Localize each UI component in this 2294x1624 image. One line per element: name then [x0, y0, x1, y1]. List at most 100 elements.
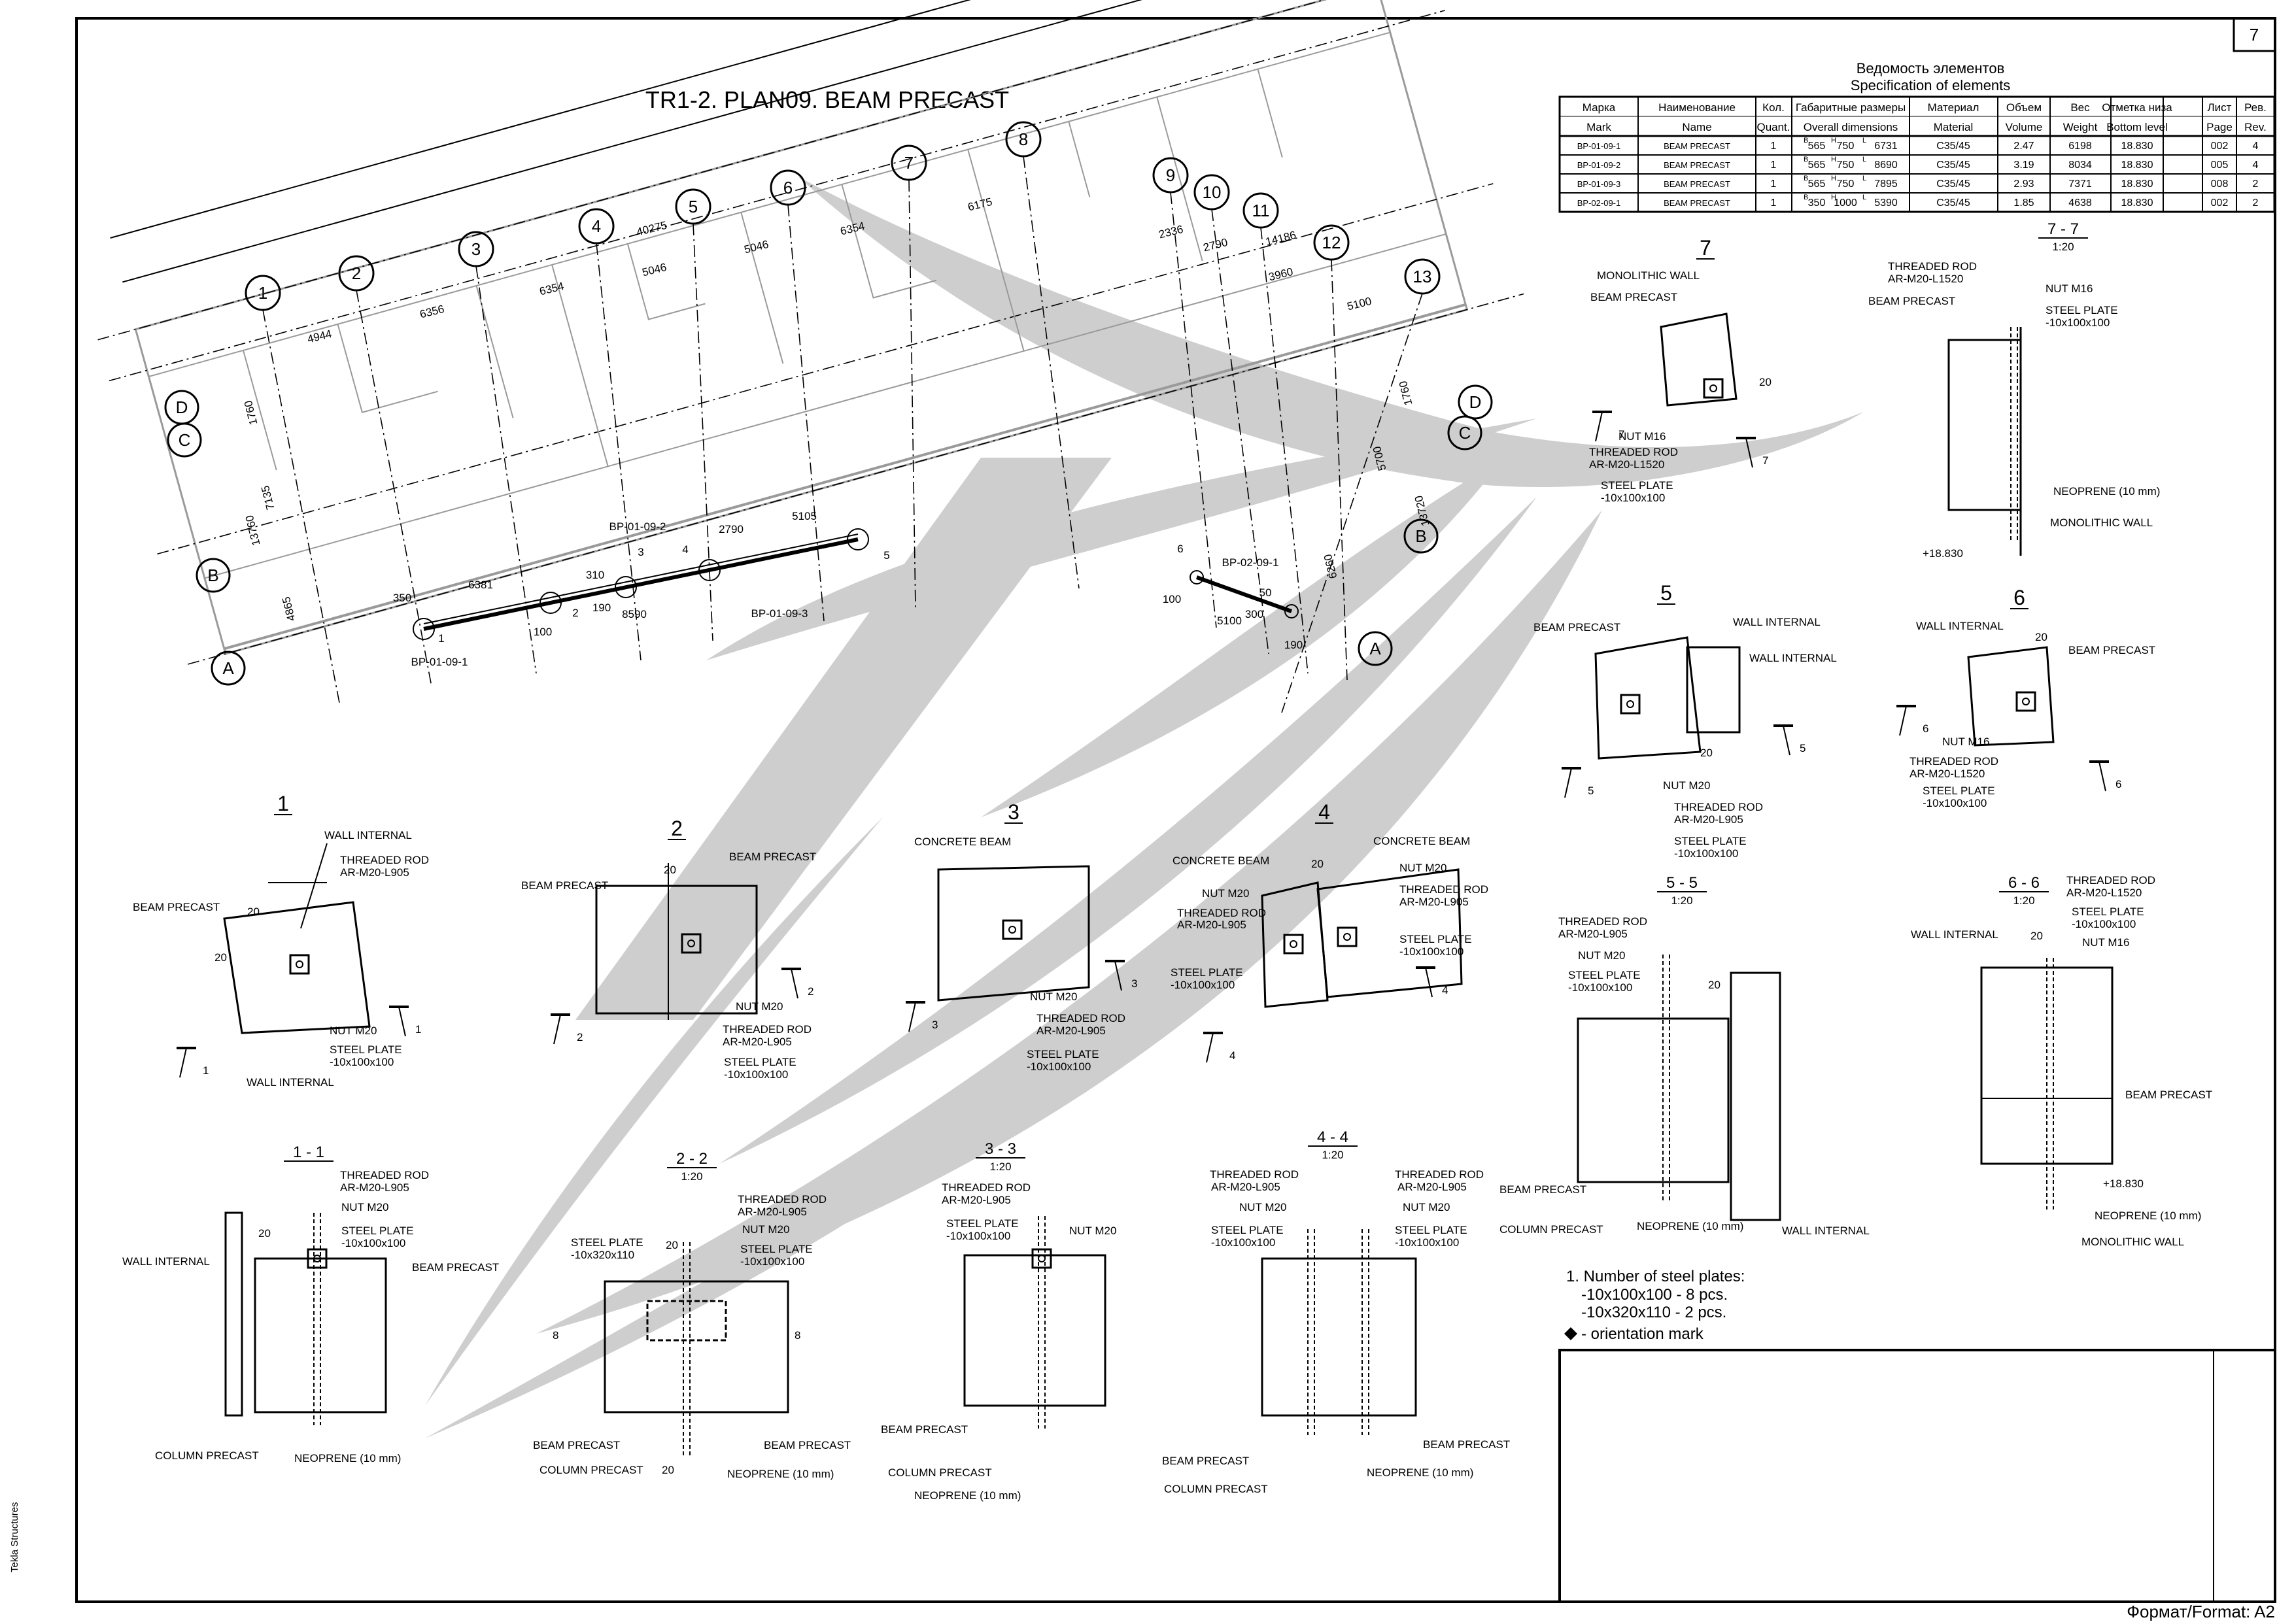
section-cut-number: 4 [1229, 1049, 1235, 1062]
grid-axis-line [475, 265, 537, 674]
spec-header-ru: Наименование [1658, 101, 1736, 114]
detail-label: BEAM PRECAST [521, 879, 608, 892]
note-line-4: - orientation mark [1581, 1325, 1704, 1343]
axis-bubble [770, 169, 806, 206]
detail-label: BEAM PRECAST [1590, 291, 1677, 303]
detail-label: AR-M20-L905 [340, 1181, 409, 1194]
section-7-7-title: 7 - 7 [2047, 220, 2079, 238]
detail-label: THREADED ROD [1558, 915, 1647, 928]
beam-line [413, 528, 1299, 640]
detail-label: NUT M20 [1069, 1225, 1116, 1237]
section-2-2-scale: 1:20 [681, 1170, 702, 1183]
detail-label: STEEL PLATE [571, 1236, 643, 1249]
dimension-text: 310 [586, 569, 604, 581]
section-6-6-scale: 1:20 [2013, 894, 2034, 907]
section-cut-arrow [1206, 1032, 1214, 1063]
section-cut-number: 8 [795, 1329, 800, 1342]
spec-dim-letter: H [1831, 175, 1836, 182]
spec-cell-material: C35/45 [1936, 197, 1970, 209]
detail-label: AR-M20-L905 [1036, 1024, 1106, 1037]
spec-cell-volume: 3.19 [2013, 160, 2034, 171]
section-3-3-scale: 1:20 [989, 1160, 1011, 1173]
spec-header-en: Overall dimensions [1804, 121, 1898, 133]
section-cut-number: 5 [1800, 742, 1806, 754]
spec-header-en: Name [1682, 121, 1711, 133]
spec-header-ru: Вес [2070, 101, 2090, 114]
spec-header-en: Volume [2006, 121, 2043, 133]
spec-cell-material: C35/45 [1936, 178, 1970, 190]
detail-label: CONCRETE BEAM [1173, 854, 1269, 867]
detail-label: WALL INTERNAL [324, 829, 412, 841]
axis-bubble [1152, 157, 1189, 194]
axis-bubble-letter [1403, 518, 1439, 554]
leader-line [300, 843, 328, 929]
beam-mark-label: BP-01-09-1 [411, 656, 468, 668]
grid-axis-line [1023, 156, 1080, 589]
detail-label: WALL INTERNAL [1911, 928, 1998, 941]
drawing-frame [75, 17, 2276, 1603]
section-cut-arrow [1783, 725, 1790, 756]
grid-axis-line [1331, 259, 1348, 681]
axis-number: 13 [1413, 267, 1432, 286]
detail-label: -10x320x110 [571, 1249, 634, 1261]
detail-label: -10x100x100 [1674, 847, 1738, 860]
dimension-text: 100 [534, 626, 552, 638]
section-cut-number: 2 [808, 985, 813, 998]
dimension-text: 8590 [622, 608, 647, 620]
spec-cell-volume: 2.47 [2013, 141, 2034, 152]
section-4-4-title: 4 - 4 [1317, 1128, 1348, 1146]
detail-label: BEAM PRECAST [1162, 1455, 1249, 1467]
detail-label: NUT M20 [1403, 1201, 1450, 1213]
detail-label: MONOLITHIC WALL [1597, 269, 1700, 282]
nut [1038, 1255, 1046, 1262]
detail-label: NUT M20 [1239, 1201, 1286, 1213]
detail-2-title: 2 [671, 817, 683, 840]
detail-label: COLUMN PRECAST [155, 1449, 259, 1462]
section-cut-arrow [179, 1047, 187, 1078]
detail-label: -10x100x100 [1211, 1236, 1275, 1249]
detail-label: BEAM PRECAST [133, 901, 220, 913]
spec-cell-level: 18.830 [2121, 160, 2153, 171]
beam-mark-label: BP-02-09-1 [1222, 556, 1279, 569]
grid-axis-line [1211, 209, 1269, 654]
section-6-6-title: 6 - 6 [2008, 874, 2040, 892]
axis-bubble [338, 255, 375, 292]
detail-label: 20 [214, 951, 227, 964]
spec-cell-material: C35/45 [1936, 141, 1970, 152]
spec-cell-weight: 7371 [2068, 178, 2092, 190]
nut [1709, 384, 1717, 392]
axis-number: 9 [1166, 165, 1175, 185]
detail-label: THREADED ROD [1674, 801, 1763, 813]
detail-label: -10x100x100 [2046, 316, 2110, 329]
detail-label: STEEL PLATE [1171, 966, 1243, 979]
detail-label: THREADED ROD [1589, 446, 1678, 458]
steel-plate [289, 954, 310, 975]
detail-label: AR-M20-L1520 [1589, 458, 1664, 471]
section-1-1-wall [224, 1211, 243, 1417]
section-cut-number: 1 [415, 1023, 421, 1036]
spec-cell-mark: BP-01-09-2 [1577, 160, 1620, 170]
spec-cell-l: 5390 [1874, 197, 1898, 209]
detail-label: THREADED ROD [1399, 883, 1488, 896]
detail-2-beam [595, 885, 758, 1015]
section-5-5-title: 5 - 5 [1666, 874, 1698, 892]
axis-bubble [1404, 258, 1441, 295]
dimension-text: 190 [1284, 639, 1303, 651]
detail-label: THREADED ROD [2066, 874, 2155, 887]
section-cut-number: 1 [203, 1064, 209, 1077]
section-4-4-scale: 1:20 [1322, 1149, 1343, 1161]
grid-axis-line [262, 309, 341, 707]
spec-cell-page: 005 [2211, 160, 2229, 171]
spec-cell-name: BEAM PRECAST [1664, 179, 1730, 189]
axis-number: 11 [1252, 201, 1270, 220]
callout-number: 5 [883, 549, 889, 562]
detail-label: 20 [258, 1227, 271, 1240]
detail-3-title: 3 [1008, 800, 1019, 824]
detail-label: STEEL PLATE [946, 1217, 1019, 1230]
detail-label: COLUMN PRECAST [888, 1466, 992, 1479]
section-5-5-scale: 1:20 [1671, 894, 1692, 907]
detail-label: NEOPRENE (10 mm) [2053, 485, 2160, 498]
steel-plate [1283, 934, 1304, 955]
detail-label: BEAM PRECAST [1499, 1183, 1586, 1196]
